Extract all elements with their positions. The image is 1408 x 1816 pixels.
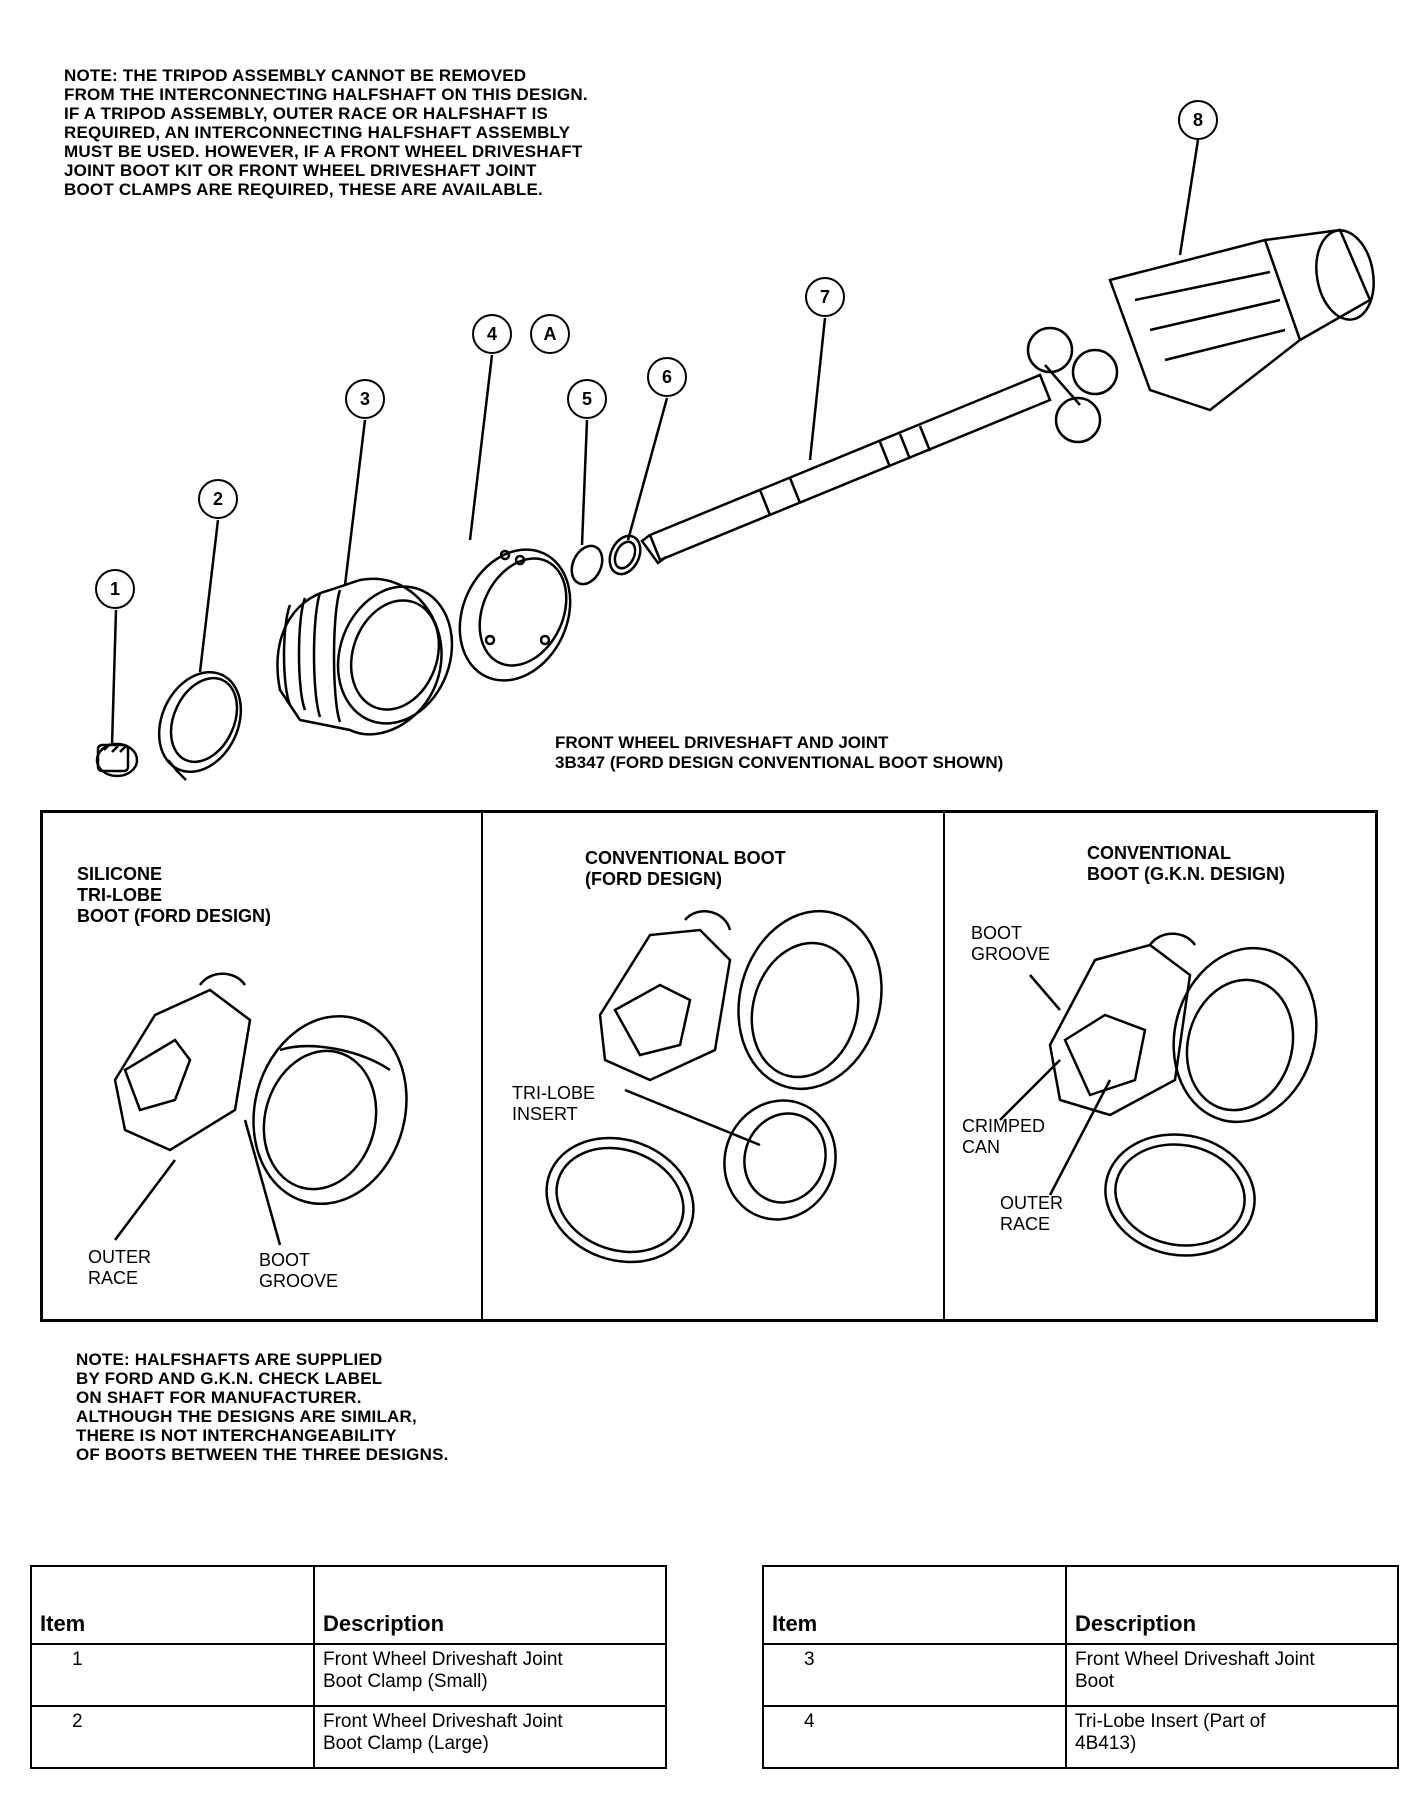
table-cell-description: Tri-Lobe Insert (Part of 4B413) [1065,1705,1399,1769]
callout-7: 7 [805,277,845,317]
small-clamp-part [95,742,139,778]
boot-designs-panel [40,810,1378,1322]
table-row: 2 Front Wheel Driveshaft Joint Boot Clam… [30,1705,667,1769]
callout-3: 3 [345,379,385,419]
table-cell-item: 2 [30,1705,315,1769]
panel-3-label-outer-race: OUTER RACE [1000,1193,1063,1234]
panel-divider-2 [943,813,945,1319]
bottom-note: NOTE: HALFSHAFTS ARE SUPPLIED BY FORD AN… [76,1350,449,1464]
parts-table-right: Item Description 3 Front Wheel Driveshaf… [762,1565,1399,1769]
panel-2-label-tri-lobe-insert: TRI-LOBE INSERT [512,1083,596,1124]
table-cell-item: 1 [30,1643,315,1707]
table-header-description: Description [313,1565,667,1645]
table-cell-item: 3 [762,1643,1067,1707]
panel-divider-1 [481,813,483,1319]
callout-1: 1 [95,569,135,609]
panel-3-label-crimped-can: CRIMPED CAN [962,1116,1046,1157]
parts-table-left: Item Description 1 Front Wheel Driveshaf… [30,1565,667,1769]
figure-caption: FRONT WHEEL DRIVESHAFT AND JOINT 3B347 (… [555,733,1004,772]
panel-1-label-outer-race: OUTER RACE [88,1247,151,1288]
exploded-view-illustration [95,139,1375,781]
table-header-item: Item [762,1565,1067,1645]
table-row: 4 Tri-Lobe Insert (Part of 4B413) [762,1705,1399,1769]
panel-2-title: CONVENTIONAL BOOT (FORD DESIGN) [585,848,786,889]
table-cell-item: 4 [762,1705,1067,1769]
callout-5: 5 [567,379,607,419]
table-header-item: Item [30,1565,315,1645]
callout-8: 8 [1178,100,1218,140]
callout-6: 6 [647,357,687,397]
table-cell-description: Front Wheel Driveshaft Joint Boot Clamp … [313,1705,667,1769]
callout-2: 2 [198,479,238,519]
table-row: 3 Front Wheel Driveshaft Joint Boot [762,1643,1399,1707]
panel-3-title: CONVENTIONAL BOOT (G.K.N. DESIGN) [1087,843,1285,884]
top-note: NOTE: THE TRIPOD ASSEMBLY CANNOT BE REMO… [64,66,588,199]
callout-a: A [530,314,570,354]
table-header-description: Description [1065,1565,1399,1645]
panel-1-title: SILICONE TRI-LOBE BOOT (FORD DESIGN) [77,864,271,926]
panel-3-label-boot-groove: BOOT GROOVE [971,923,1051,964]
panel-1-label-boot-groove: BOOT GROOVE [259,1250,339,1291]
boot-designs-illustration [113,909,1318,1264]
callout-4: 4 [472,314,512,354]
table-cell-description: Front Wheel Driveshaft Joint Boot Clamp … [313,1643,667,1707]
table-row: 1 Front Wheel Driveshaft Joint Boot Clam… [30,1643,667,1707]
table-cell-description: Front Wheel Driveshaft Joint Boot [1065,1643,1399,1707]
